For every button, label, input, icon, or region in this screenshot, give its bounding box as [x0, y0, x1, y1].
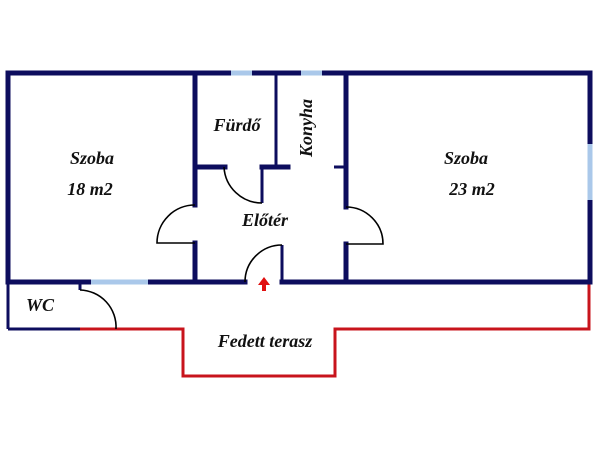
walls — [5, 70, 593, 331]
bathroom-label: Fürdő — [212, 115, 261, 135]
hall-label: Előtér — [241, 210, 289, 230]
entrance-arrow-icon — [258, 277, 270, 291]
room-left-area: 18 m2 — [67, 179, 113, 199]
doors — [79, 166, 384, 330]
terrace-outline — [80, 284, 591, 378]
terrace-label: Fedett terasz — [217, 331, 313, 351]
room-right-name: Szoba — [444, 148, 488, 168]
wc-label: WC — [26, 295, 55, 315]
windows — [91, 70, 593, 285]
room-right-area: 23 m2 — [448, 179, 495, 199]
kitchen-label: Konyha — [296, 99, 316, 158]
room-left-name: Szoba — [70, 148, 114, 168]
